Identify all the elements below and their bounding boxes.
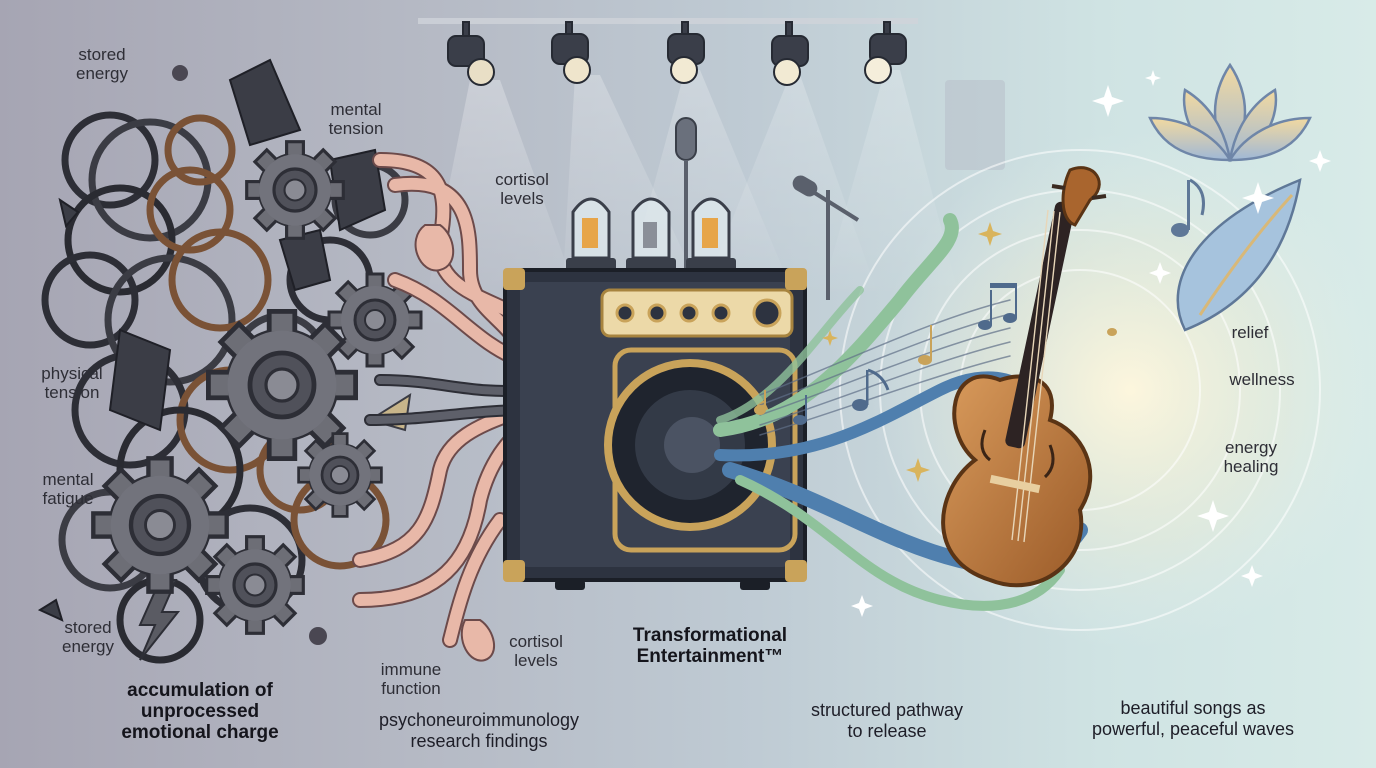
caption-psychoneuroimmunology: psychoneuroimmunology research findings xyxy=(378,710,580,751)
caption-brand: Transformational Entertainment™ xyxy=(632,625,788,667)
dark-shards xyxy=(37,58,387,622)
music-note-icon xyxy=(918,325,932,365)
music-note-icon xyxy=(1107,328,1117,336)
violin-icon xyxy=(941,166,1107,588)
cable-knot xyxy=(460,619,495,662)
caption-peaceful-waves: beautiful songs as powerful, peaceful wa… xyxy=(1091,698,1295,739)
sparkle-icon xyxy=(906,458,930,482)
label-stored-energy-top: stored energy xyxy=(76,45,128,83)
sparkle-icon xyxy=(1149,262,1171,284)
music-note-icon xyxy=(1171,178,1205,237)
amp-knob xyxy=(615,303,635,323)
vacuum-tube-icon xyxy=(626,197,676,272)
music-note-icon xyxy=(978,283,1017,330)
sound-waves xyxy=(713,213,1088,611)
spotlight-icon xyxy=(864,21,907,84)
spotlight-icon xyxy=(551,21,591,84)
label-cortisol-levels-bottom: cortisol levels xyxy=(509,632,563,670)
sparkle-icon xyxy=(822,330,838,346)
feather-icon xyxy=(1176,178,1302,332)
cable-knot xyxy=(414,224,455,272)
label-relief: relief xyxy=(1231,323,1269,342)
music-note-icons xyxy=(754,178,1205,425)
music-note-icon xyxy=(852,368,890,411)
amp-knob xyxy=(647,303,667,323)
microphone-stand-icon xyxy=(792,175,860,300)
sparkle-icon xyxy=(1242,182,1274,214)
gear-icon xyxy=(297,432,383,518)
caption-structured-pathway: structured pathway to release xyxy=(810,700,964,741)
gold-sparkle-icons xyxy=(822,222,1002,482)
spotlight-icons xyxy=(447,21,907,86)
spotlight-icon xyxy=(771,21,809,86)
label-immune-function: immune function xyxy=(380,660,442,698)
dark-dot xyxy=(309,627,327,645)
sparkle-icon xyxy=(978,222,1002,246)
microphone-icon xyxy=(675,117,697,290)
spotlight-icon xyxy=(667,21,705,84)
label-stored-energy-bottom: stored energy xyxy=(62,618,114,656)
gear-icon xyxy=(245,140,345,240)
amplifier-icon xyxy=(503,197,807,590)
label-energy-healing: energy healing xyxy=(1223,438,1279,476)
sparkle-icon xyxy=(1309,150,1331,172)
sparkle-icon xyxy=(1241,565,1263,587)
label-cortisol-levels-top: cortisol levels xyxy=(495,170,549,208)
amp-knob xyxy=(752,298,782,328)
label-wellness: wellness xyxy=(1229,370,1295,389)
sparkle-icon xyxy=(1197,500,1229,532)
sparkle-icon xyxy=(1145,70,1161,86)
lotus-icon xyxy=(1148,62,1312,163)
feather-accent xyxy=(1198,193,1294,316)
caption-accumulation: accumulation of unprocessed emotional ch… xyxy=(121,680,279,743)
music-note-icon xyxy=(754,390,766,415)
gear-icon xyxy=(93,458,226,591)
music-note-icon xyxy=(793,395,807,425)
sparkle-icons xyxy=(851,70,1331,617)
spotlight-icon xyxy=(447,21,495,86)
label-mental-tension: mental tension xyxy=(328,100,384,138)
sparkle-icon xyxy=(851,595,873,617)
vacuum-tube-icon xyxy=(686,197,736,272)
amp-knob xyxy=(679,303,699,323)
gear-icon xyxy=(205,535,305,635)
label-physical-tension: physical tension xyxy=(41,364,103,402)
dark-dot xyxy=(172,65,188,81)
sparkle-icon xyxy=(1092,85,1124,117)
label-mental-fatigue: mental fatigue xyxy=(42,470,94,508)
amp-knob xyxy=(711,303,731,323)
vacuum-tube-icon xyxy=(566,197,616,272)
